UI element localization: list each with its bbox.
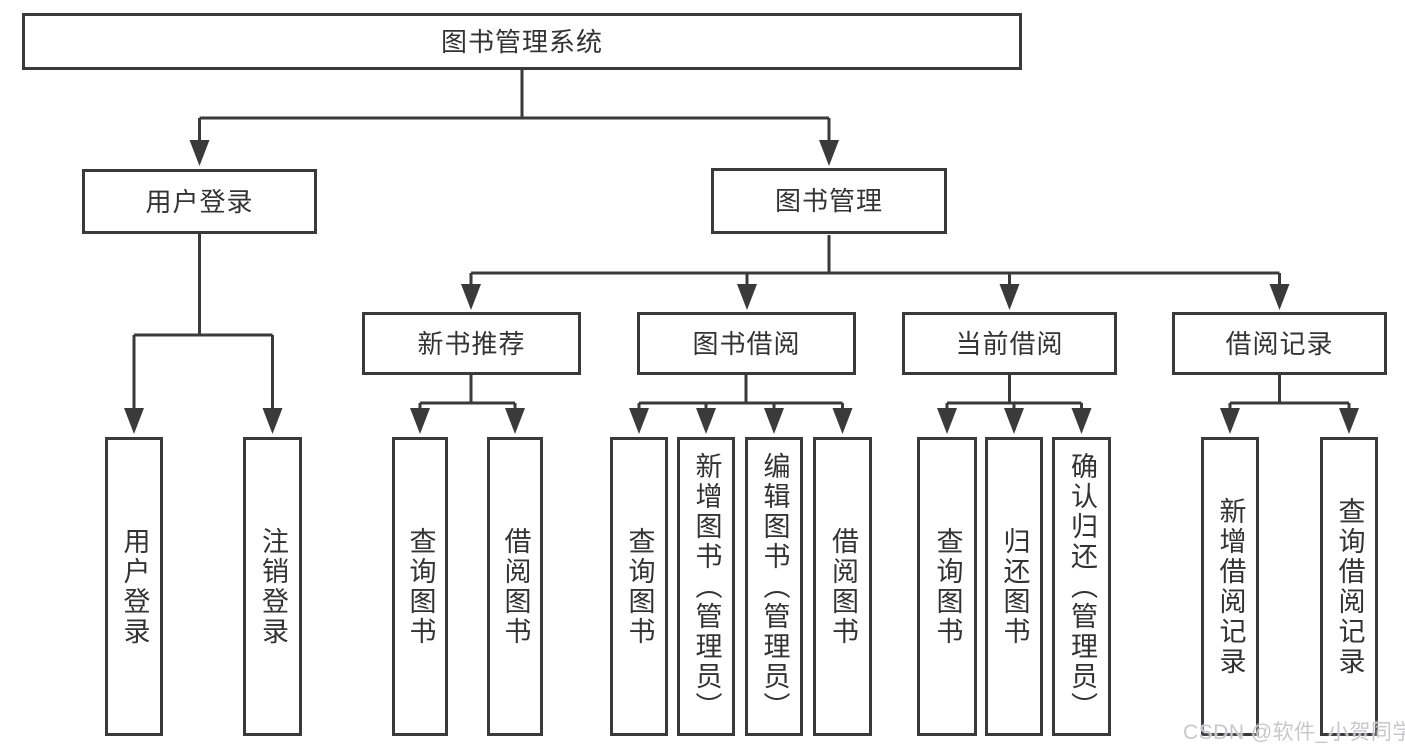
leaf-borrowing-add-books-admin: 新增图书（管理员） [677,437,735,736]
node-label: 新增借阅记录 [1215,496,1246,677]
node-label: 编辑图书（管理员） [759,451,790,722]
node-label: 新书推荐 [417,328,526,359]
leaf-newbooks-query-books: 查询图书 [392,437,448,736]
node-label: 用户登录 [145,186,254,217]
leaf-current-confirm-return-admin: 确认归还（管理员） [1052,437,1111,736]
node-label: 查询图书 [932,526,963,647]
leaf-borrowing-edit-books-admin: 编辑图书（管理员） [745,437,803,736]
leaf-user-login: 用户登录 [105,437,163,736]
leaf-records-add-record: 新增借阅记录 [1201,437,1259,736]
leaf-logout: 注销登录 [243,437,302,736]
node-borrowing-records: 借阅记录 [1172,312,1387,375]
node-current-borrowing: 当前借阅 [902,312,1117,375]
leaf-current-query-books: 查询图书 [917,437,977,736]
arrowheads [124,140,1359,434]
node-label: 确认归还（管理员） [1067,451,1097,722]
leaf-borrowing-query-books: 查询图书 [610,437,668,736]
leaf-borrowing-borrow-books: 借阅图书 [813,437,872,736]
node-book-management: 图书管理 [711,168,947,234]
leaf-current-return-books: 归还图书 [985,437,1043,736]
node-book-borrowing: 图书借阅 [637,312,856,375]
node-label: 当前借阅 [955,328,1064,359]
node-label: 查询图书 [624,526,655,647]
tree-edges [132,70,1351,412]
node-user-login: 用户登录 [82,169,317,234]
node-label: 图书借阅 [692,328,801,359]
leaf-newbooks-borrow-books: 借阅图书 [487,437,543,736]
csdn-watermark: CSDN @软件_小贺同学 [1183,721,1405,744]
node-label: 查询图书 [405,526,436,647]
node-label: 注销登录 [258,526,288,647]
node-label: 归还图书 [999,526,1030,647]
node-label: 查询借阅记录 [1334,496,1365,677]
node-root-library-system: 图书管理系统 [22,13,1022,70]
node-label: 新增图书（管理员） [691,451,722,722]
node-label: 借阅图书 [828,526,858,647]
node-label: 借阅记录 [1225,328,1334,359]
leaf-records-query-record: 查询借阅记录 [1320,437,1378,736]
node-label: 借阅图书 [500,526,531,647]
node-label: 图书管理系统 [440,26,603,57]
node-label: 用户登录 [119,526,150,647]
node-label: 图书管理 [774,186,883,216]
node-new-book-recommend: 新书推荐 [362,312,581,375]
